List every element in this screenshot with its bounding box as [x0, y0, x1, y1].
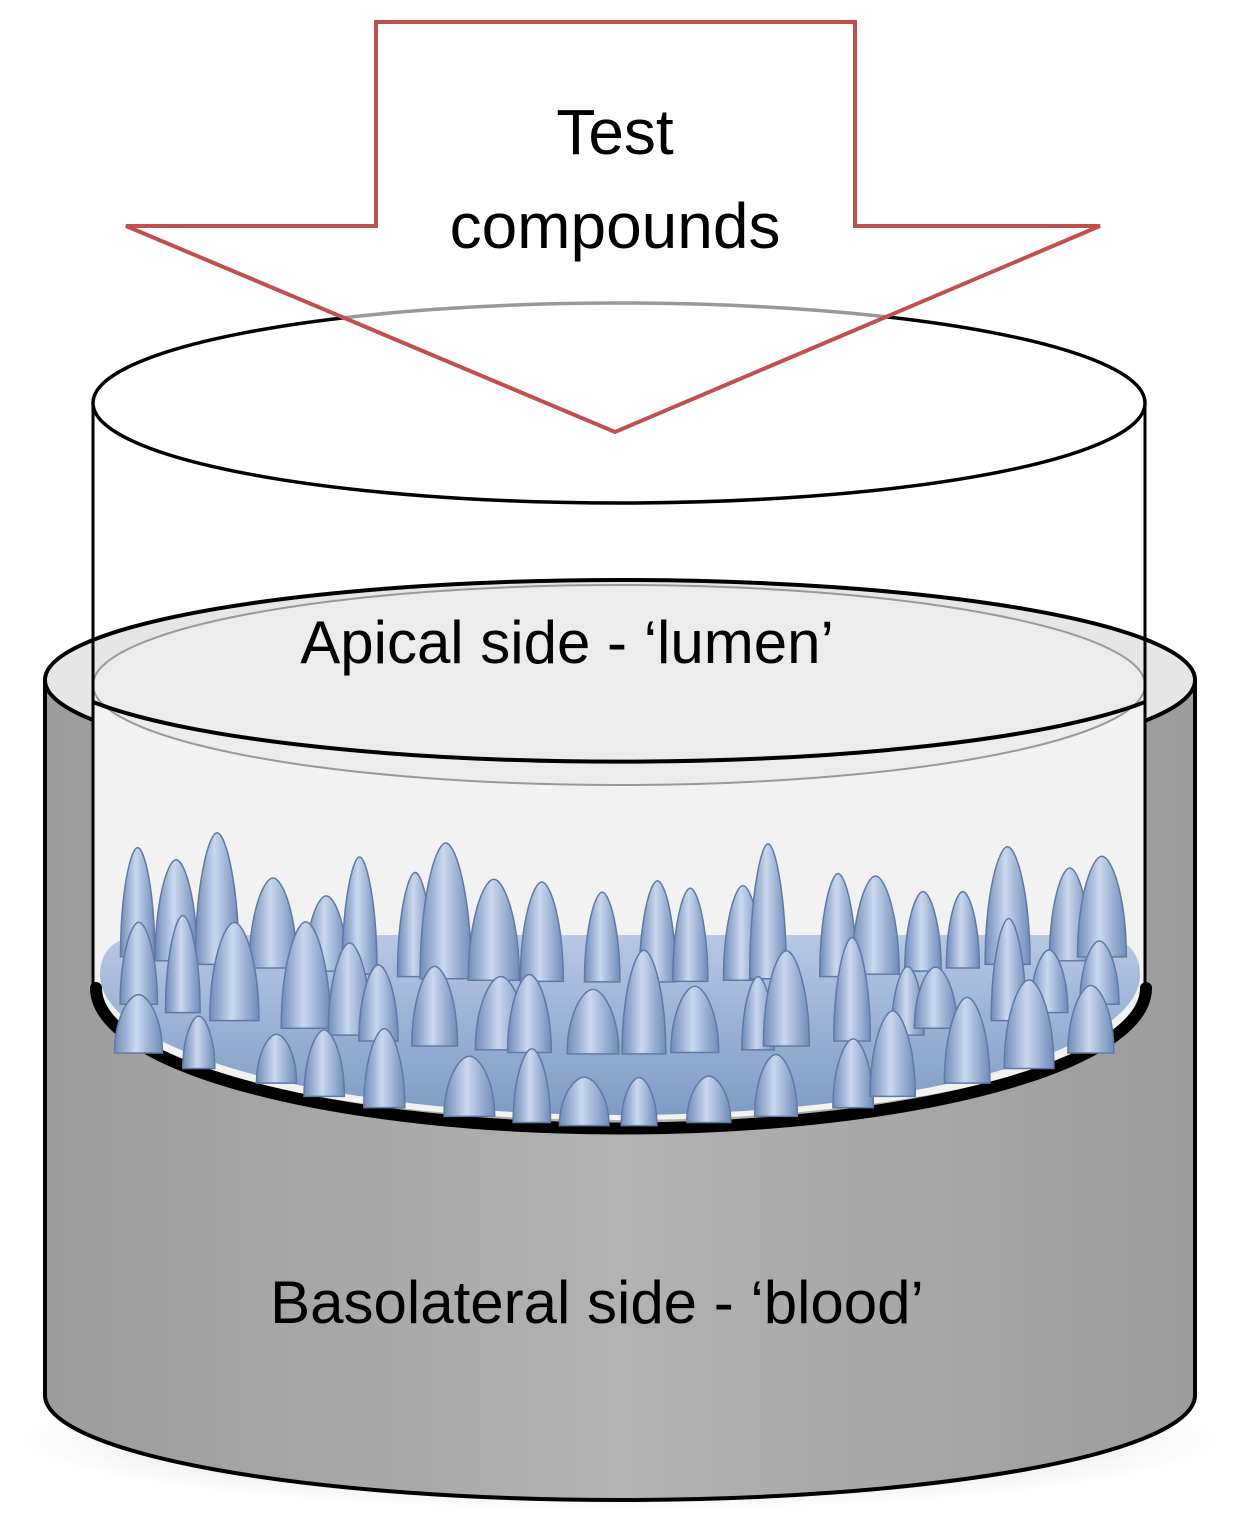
villus — [620, 1076, 658, 1127]
villus — [904, 890, 942, 972]
villus — [113, 993, 164, 1054]
villus — [869, 1010, 917, 1098]
villus — [303, 1029, 346, 1098]
villus — [833, 936, 872, 1042]
villus — [363, 1027, 406, 1109]
villus — [621, 949, 667, 1055]
test-compounds-arrow — [125, 20, 1101, 435]
villus — [506, 973, 553, 1054]
villus — [182, 1015, 216, 1070]
villus — [443, 1055, 496, 1118]
villus — [119, 921, 159, 1005]
villus — [748, 843, 788, 980]
villus — [671, 887, 709, 983]
villus — [913, 966, 958, 1029]
villus — [566, 988, 620, 1055]
apical-side-label: Apical side - ‘lumen’ — [300, 609, 834, 676]
villus — [851, 875, 900, 975]
intestinal-epithelium — [100, 832, 1140, 1127]
villus — [519, 881, 565, 983]
porous-membrane — [90, 982, 1152, 1135]
villus — [255, 1033, 298, 1084]
villus — [419, 842, 473, 980]
villus — [1003, 979, 1055, 1070]
villus — [512, 1047, 552, 1124]
villus — [945, 890, 981, 969]
villus — [753, 1053, 799, 1118]
basolateral-side-label: Basolateral side - ‘blood’ — [270, 1269, 924, 1336]
villus — [358, 964, 399, 1042]
villus — [558, 1076, 610, 1127]
villus — [1067, 984, 1115, 1054]
arrow-label-line2: compounds — [450, 190, 781, 262]
arrow-label-line1: Test — [556, 96, 674, 168]
villus — [1076, 855, 1128, 958]
insert-wall — [91, 403, 1147, 990]
villus — [583, 891, 621, 983]
villus — [209, 921, 260, 1022]
villus — [164, 914, 201, 1014]
villus — [467, 878, 521, 982]
outer-rim-front — [92, 700, 1146, 764]
villus — [670, 985, 720, 1054]
villus — [280, 921, 332, 1029]
villus — [943, 996, 991, 1084]
villus — [686, 1075, 732, 1124]
villus — [762, 949, 811, 1047]
villus — [984, 846, 1031, 966]
villus — [411, 965, 459, 1047]
